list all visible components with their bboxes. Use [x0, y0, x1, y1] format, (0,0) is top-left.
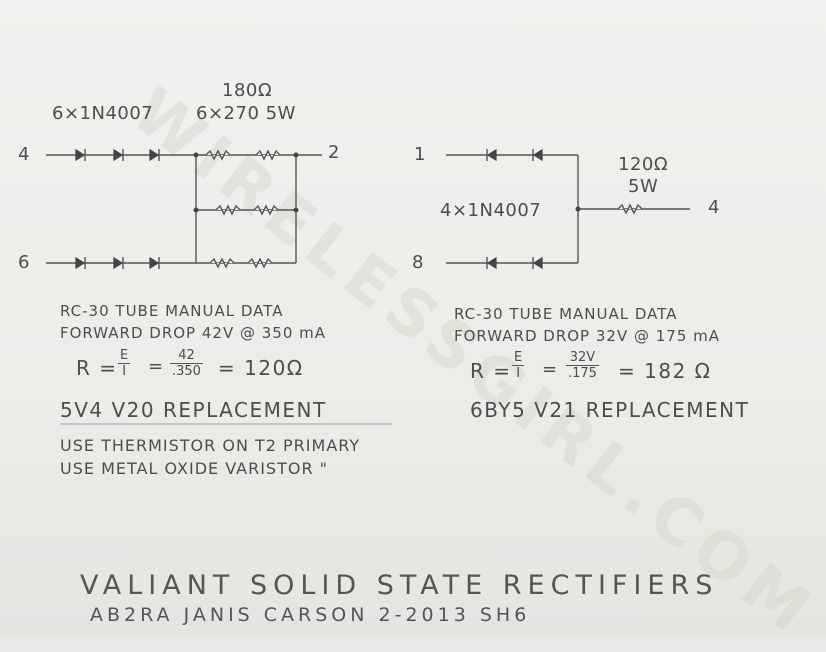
- diode-symbol: [113, 148, 124, 162]
- sheet-title: VALIANT SOLID STATE RECTIFIERS: [80, 570, 719, 601]
- schematic-sheet: [0, 0, 826, 637]
- diode-symbol: [486, 256, 497, 270]
- left-fraction-values: 42 .350: [170, 348, 203, 379]
- right-diode-label: 4×1N4007: [440, 200, 542, 221]
- left-fraction-num: E: [118, 348, 131, 364]
- left-use-varistor: USE METAL OXIDE VARISTOR ": [60, 459, 329, 478]
- pin-label-left-bottom: 6: [18, 252, 30, 273]
- left-fraction-num: 42: [170, 348, 203, 364]
- right-resistor-watt: 5W: [628, 176, 659, 197]
- right-fraction-den: .175: [568, 366, 597, 381]
- right-note-line1: RC-30 TUBE MANUAL DATA: [454, 305, 678, 323]
- left-fraction-den: .350: [172, 364, 201, 379]
- left-diode-label: 6×1N4007: [52, 103, 154, 124]
- right-replacement: 6BY5 V21 REPLACEMENT: [470, 398, 750, 422]
- resistor-symbol: [209, 257, 273, 269]
- junction-dot: [193, 207, 199, 213]
- right-formula-eq: =: [542, 359, 559, 380]
- diode-symbol: [113, 256, 124, 270]
- pin-label-right-out: 4: [708, 197, 720, 218]
- left-resistor-label: 6×270 5W: [196, 103, 296, 124]
- left-note-line2: FORWARD DROP 42V @ 350 mA: [60, 324, 327, 342]
- resistor-symbol: [205, 149, 281, 161]
- left-replacement: 5V4 V20 REPLACEMENT: [60, 398, 327, 422]
- pin-label-left-out: 2: [328, 142, 340, 163]
- right-note-line2: FORWARD DROP 32V @ 175 mA: [454, 327, 721, 345]
- junction-dot: [293, 207, 299, 213]
- diode-symbol: [75, 148, 86, 162]
- left-resistor-value: 180Ω: [222, 80, 273, 101]
- left-formula-r: R =: [76, 356, 118, 380]
- left-formula-eq: =: [148, 356, 165, 377]
- right-fraction-num: E: [512, 350, 525, 366]
- resistor-symbol: [215, 204, 279, 216]
- diode-symbol: [532, 148, 543, 162]
- right-fraction-values: 32V .175: [566, 350, 599, 381]
- junction-dot: [193, 152, 199, 158]
- right-formula-r: R =: [470, 359, 512, 383]
- pin-label-right-top: 1: [414, 144, 426, 165]
- left-note-line1: RC-30 TUBE MANUAL DATA: [60, 302, 284, 320]
- left-use-thermistor: USE THERMISTOR ON T2 PRIMARY: [60, 436, 361, 455]
- right-fraction-e-over-i: E I: [512, 350, 525, 381]
- right-resistor-value: 120Ω: [618, 154, 669, 175]
- junction-dot: [575, 206, 581, 212]
- right-fraction-den: I: [516, 366, 521, 381]
- junction-dot: [293, 152, 299, 158]
- diode-symbol: [149, 148, 160, 162]
- schematic-wiring: [46, 148, 690, 425]
- right-fraction-num: 32V: [566, 350, 599, 366]
- left-fraction-e-over-i: E I: [118, 348, 131, 379]
- left-fraction-den: I: [122, 364, 127, 379]
- right-formula-result: = 182 Ω: [618, 359, 712, 383]
- left-formula-result: = 120Ω: [218, 356, 304, 380]
- pin-label-right-bottom: 8: [412, 252, 424, 273]
- diode-symbol: [149, 256, 160, 270]
- pin-label-left-top: 4: [18, 144, 30, 165]
- diode-symbol: [486, 148, 497, 162]
- sheet-subtitle: AB2RA JANIS CARSON 2-2013 SH6: [90, 604, 531, 626]
- diode-symbol: [75, 256, 86, 270]
- diode-symbol: [532, 256, 543, 270]
- resistor-symbol: [617, 203, 643, 215]
